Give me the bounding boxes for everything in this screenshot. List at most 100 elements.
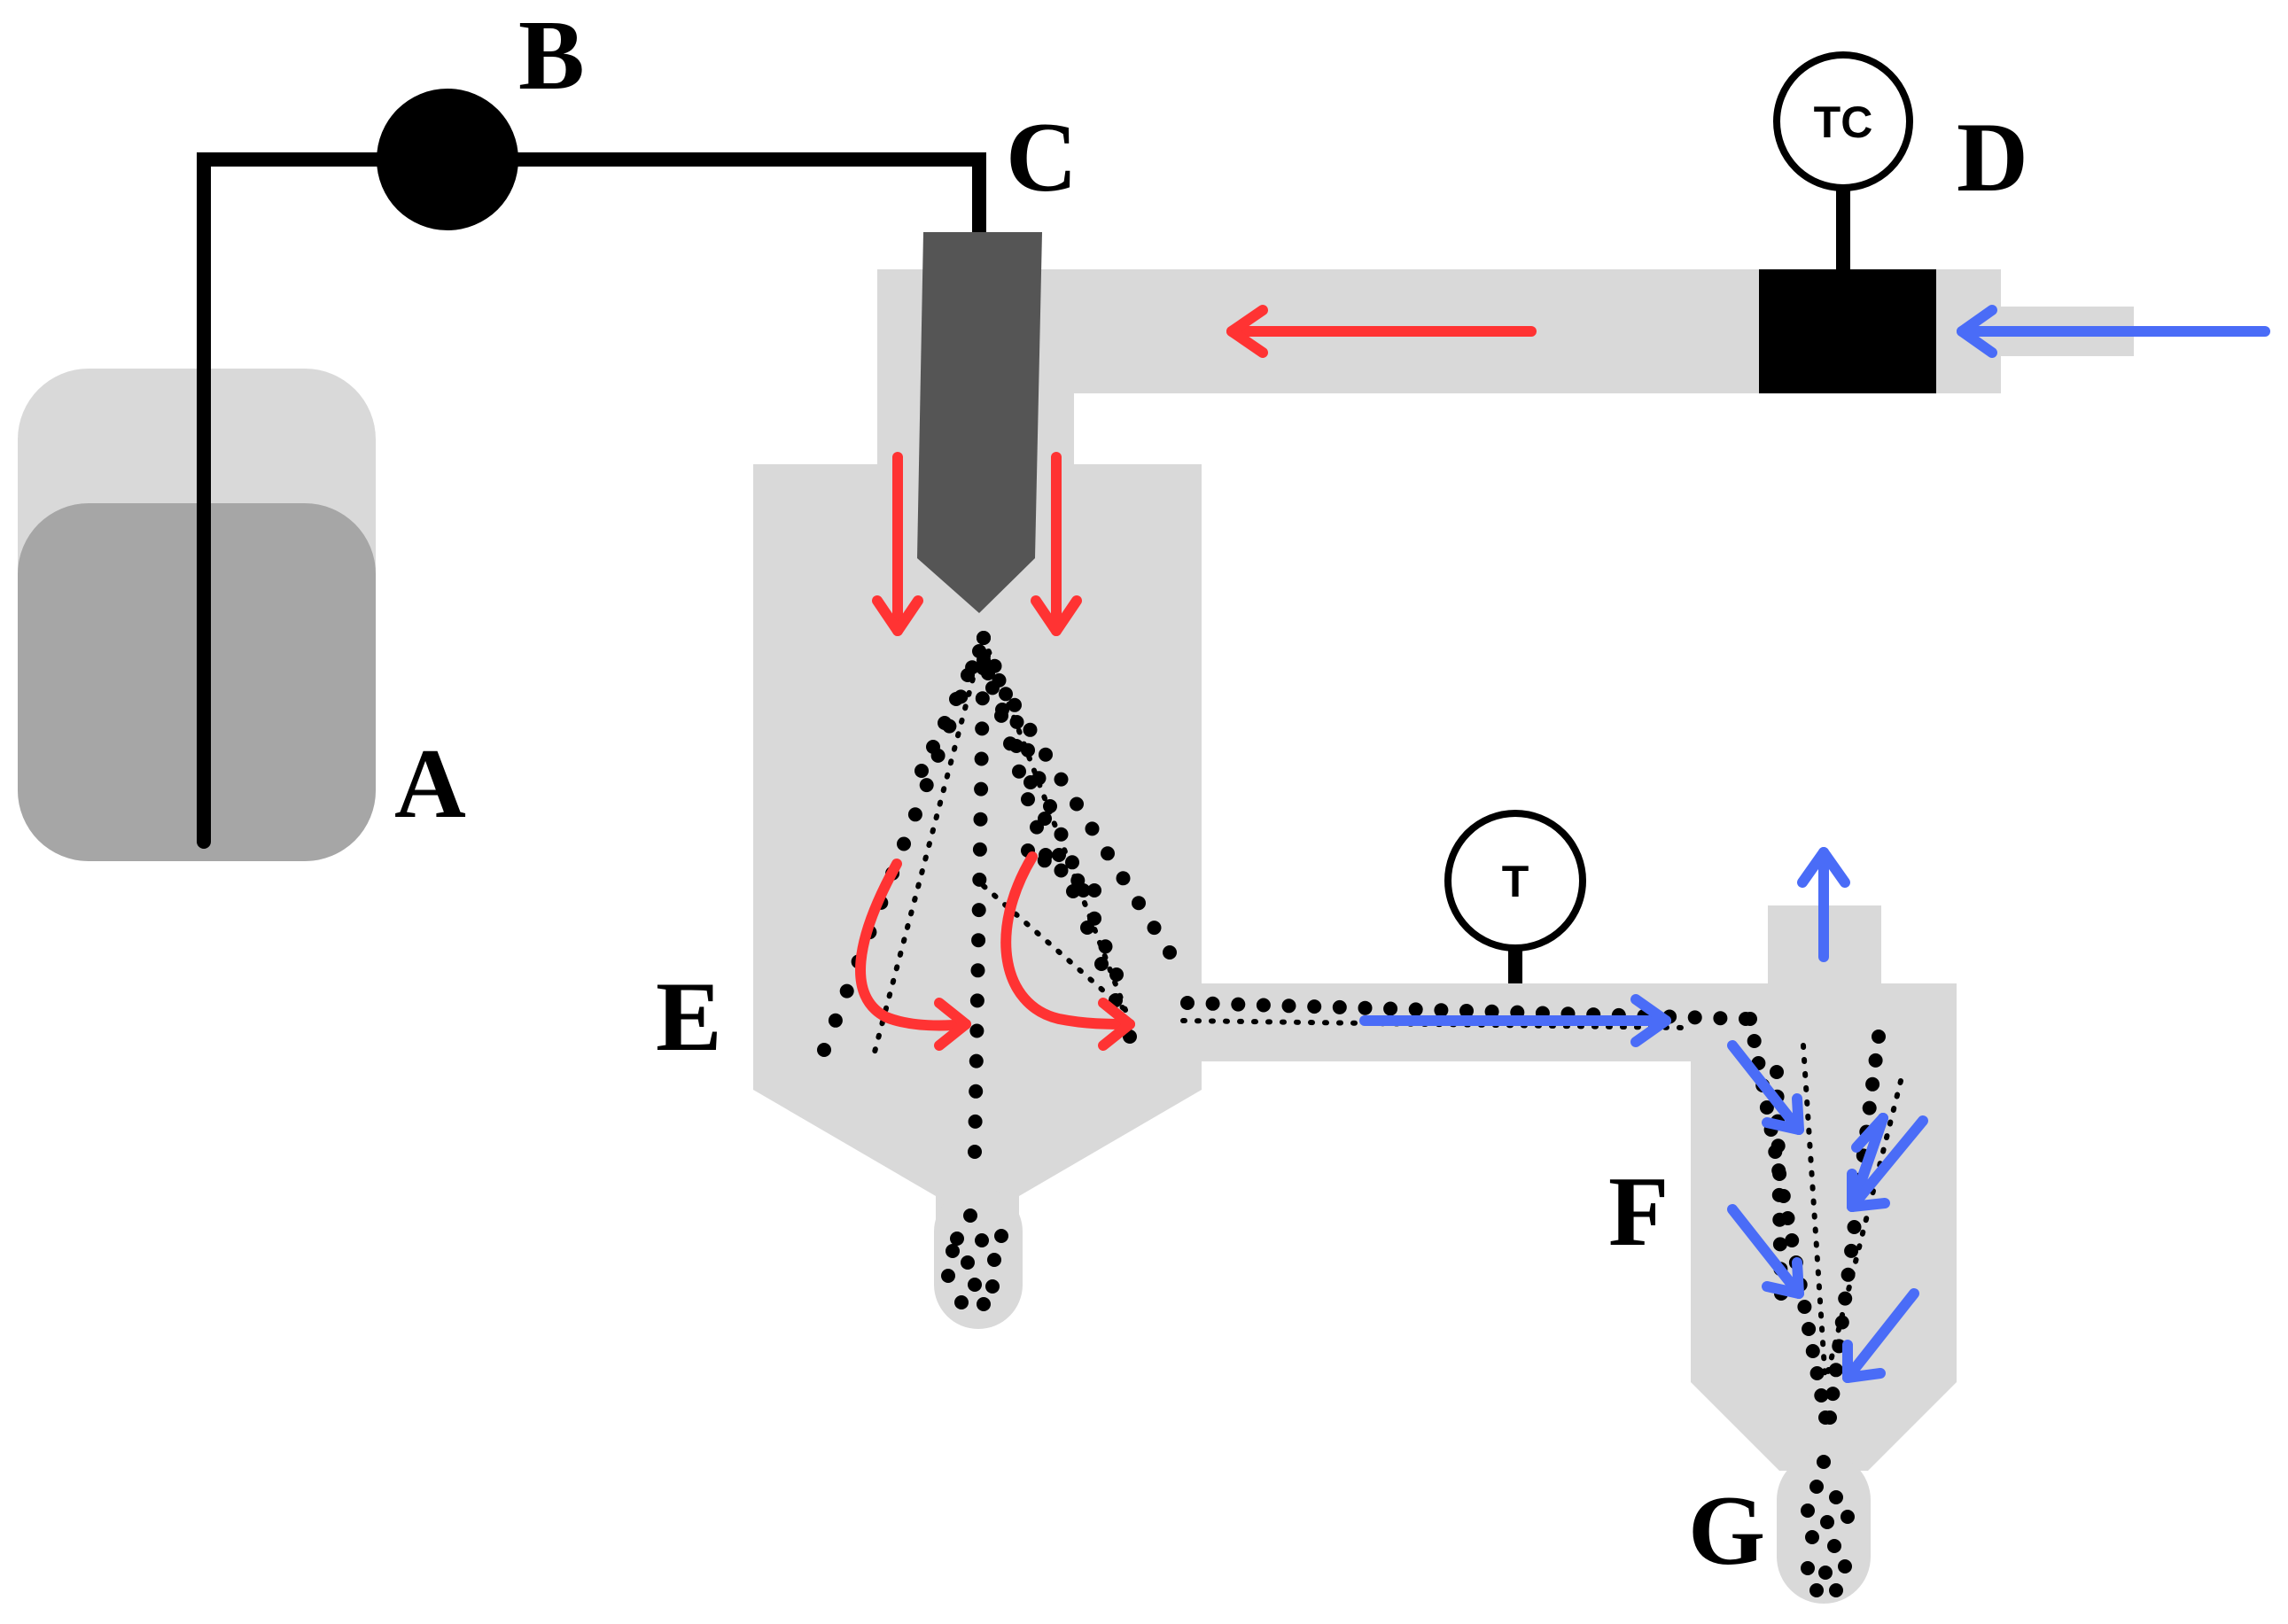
particle — [1098, 939, 1113, 954]
particle — [977, 1297, 991, 1311]
particle — [1094, 957, 1109, 971]
particle — [1862, 1100, 1877, 1115]
spray-dotted-line — [981, 635, 1128, 1013]
particle — [1281, 998, 1296, 1014]
tc-gauge-label: TC — [1814, 97, 1873, 147]
chamber-collector — [934, 1187, 1023, 1329]
particle — [1101, 846, 1115, 861]
particle — [1868, 1053, 1883, 1068]
inlet-air-arrow-icon — [1957, 305, 2270, 358]
particle — [1484, 1004, 1499, 1019]
particle — [1828, 1363, 1843, 1378]
particle — [985, 680, 1000, 695]
cyclone-air-arrow-icon — [1727, 1040, 1804, 1135]
particle — [1805, 1344, 1820, 1358]
pump-icon — [377, 89, 518, 230]
tc-gauge: TC — [1773, 51, 1913, 191]
particle — [1012, 764, 1026, 779]
particle — [1844, 1243, 1859, 1258]
particle — [1841, 1510, 1855, 1524]
label-b: B — [518, 1, 585, 111]
particle — [907, 807, 922, 822]
particle — [981, 666, 995, 680]
particle — [1829, 1583, 1843, 1597]
particle — [828, 1013, 843, 1028]
particle — [1770, 1138, 1786, 1154]
particle — [1818, 1566, 1833, 1580]
particle — [1052, 848, 1066, 862]
particle — [1037, 853, 1052, 868]
particle — [999, 687, 1013, 702]
particle — [1021, 792, 1035, 807]
cyclone-dotted-line — [1823, 1078, 1903, 1385]
particle — [1820, 1515, 1834, 1529]
particle — [1307, 999, 1322, 1014]
particle — [975, 721, 990, 736]
label-f: F — [1608, 1157, 1669, 1267]
particle — [1009, 739, 1023, 753]
particle — [977, 631, 991, 645]
particle — [1713, 1011, 1728, 1026]
particle — [1087, 883, 1101, 897]
particle — [839, 983, 854, 998]
particle — [1797, 1300, 1812, 1314]
particle — [1759, 1100, 1774, 1115]
cool-air-arrows — [1359, 305, 2270, 1383]
particle — [1043, 799, 1057, 813]
particle — [1459, 1004, 1474, 1018]
particle — [950, 1232, 964, 1246]
particle — [1054, 863, 1069, 878]
particle — [1829, 1490, 1843, 1504]
particle — [1747, 1034, 1762, 1048]
particle — [817, 1043, 831, 1057]
particle — [1163, 945, 1177, 960]
particle — [919, 778, 934, 793]
particle — [975, 1233, 989, 1247]
particle — [1434, 1003, 1449, 1018]
particle — [1009, 715, 1024, 729]
particle — [971, 903, 986, 918]
particle — [914, 764, 929, 778]
particle — [968, 1145, 982, 1159]
particle — [969, 1023, 984, 1038]
particle — [1847, 1220, 1862, 1234]
particle — [1147, 921, 1162, 936]
atomizer-nozzle-icon — [917, 232, 1042, 613]
particle — [1814, 1388, 1829, 1403]
transfer-air-arrow-icon — [1359, 994, 1671, 1047]
particle — [949, 692, 963, 706]
particle — [1358, 1000, 1373, 1015]
label-e: E — [656, 962, 722, 1072]
particle — [1038, 812, 1052, 826]
particle — [1687, 1010, 1702, 1025]
hot-air-arrow-icon — [1226, 305, 1537, 358]
particle — [1070, 873, 1086, 888]
particle — [1070, 796, 1084, 812]
particle — [1785, 1233, 1800, 1247]
particle — [1872, 1030, 1886, 1044]
tc-gauge-dial — [1773, 51, 1913, 191]
particle — [1332, 999, 1347, 1014]
particle — [1771, 1187, 1786, 1202]
particle — [987, 1253, 1001, 1267]
particle — [1809, 1480, 1824, 1494]
cyclone-collector — [1777, 1453, 1871, 1604]
particle — [973, 812, 988, 827]
particle — [1802, 1322, 1817, 1336]
particle — [1065, 855, 1079, 870]
particle — [1865, 1076, 1880, 1092]
particle — [1771, 1163, 1786, 1178]
particle — [954, 1295, 969, 1309]
heater-block-icon — [1759, 269, 1936, 393]
particle — [1054, 772, 1069, 787]
particle — [971, 933, 986, 948]
particle — [1021, 742, 1035, 758]
exhaust-air-arrow-icon — [1797, 847, 1850, 962]
particle — [1109, 967, 1124, 982]
label-a: A — [394, 729, 466, 839]
hot-air-arrow-icon — [872, 452, 923, 636]
particle — [961, 1255, 975, 1270]
spray-dotted-line — [870, 635, 986, 1061]
particle — [1256, 998, 1271, 1013]
